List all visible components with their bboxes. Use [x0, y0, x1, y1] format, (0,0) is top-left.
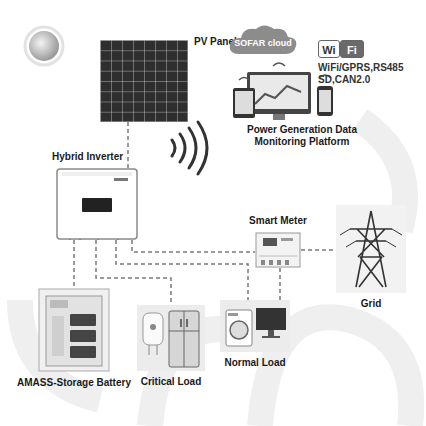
component-illustration [220, 300, 290, 352]
component-node: AMASS-Storage Battery [38, 288, 110, 372]
power-link [128, 122, 129, 168]
component-label: Grid [361, 298, 382, 309]
component-label: Smart Meter [249, 215, 307, 226]
wifi-logo-text: Wi [318, 40, 340, 58]
sun [29, 31, 59, 61]
component-illustration [137, 305, 205, 371]
power-link [301, 250, 336, 251]
component-illustration [100, 40, 188, 122]
component-label: Hybrid Inverter [52, 151, 123, 162]
component-illustration [255, 232, 301, 268]
component-label: SOFAR cloud [234, 38, 292, 48]
component-illustration [38, 288, 110, 372]
power-link [280, 268, 281, 300]
component-label: AMASS-Storage Battery [17, 377, 131, 388]
component-node: Smart Meter [255, 232, 301, 268]
component-illustration [336, 205, 406, 293]
component-node: Normal Load [220, 300, 290, 352]
power-link [74, 240, 75, 288]
component-illustration [56, 168, 138, 240]
power-link [116, 240, 248, 300]
wireless-waves [172, 122, 207, 174]
component-label: Power Generation Data Monitoring Platfor… [237, 124, 367, 148]
component-node: PV Panels [100, 40, 188, 122]
component-node: SOFAR cloud [228, 24, 298, 56]
protocol-note: WiFi/GPRS,RS485 SD,CAN2.0 [318, 62, 414, 86]
component-label: Critical Load [141, 376, 202, 387]
wifi-logo-text: Fi [340, 40, 364, 58]
component-node: Grid [336, 205, 406, 293]
component-node: Hybrid Inverter [56, 168, 138, 240]
power-link [132, 240, 255, 252]
component-label: Normal Load [224, 357, 285, 368]
component-node: Critical Load [137, 305, 205, 371]
